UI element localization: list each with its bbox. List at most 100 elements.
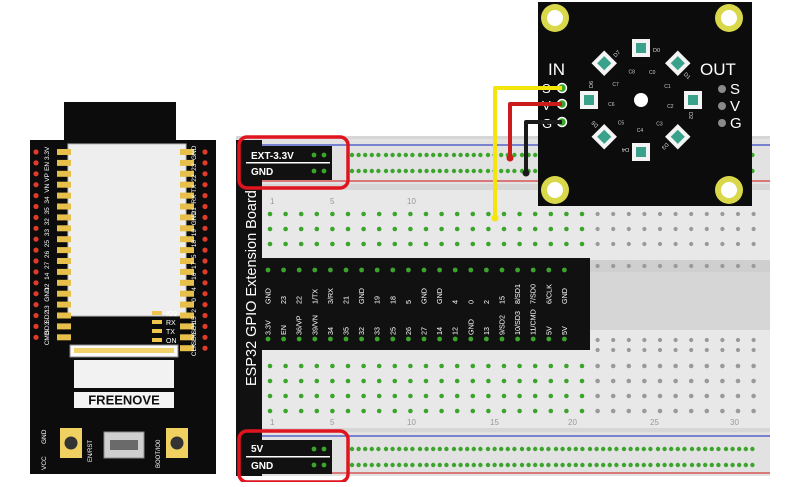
breadboard-hole bbox=[626, 378, 632, 384]
esp32-pin-label: 23 bbox=[191, 163, 198, 171]
gnd-label: GND bbox=[251, 167, 273, 178]
breadboard-hole bbox=[720, 378, 725, 384]
esp32-pin bbox=[33, 182, 39, 188]
breadboard-hole bbox=[454, 378, 460, 384]
rail-hole bbox=[641, 462, 646, 468]
out-pins: S V G bbox=[718, 81, 742, 132]
rail-hole bbox=[451, 152, 457, 158]
breadboard-hole bbox=[704, 263, 709, 269]
esp32-pin bbox=[33, 291, 39, 297]
breadboard-hole bbox=[626, 337, 631, 343]
esp32-pin-label: 27 bbox=[44, 261, 51, 269]
capacitor-label: C5 bbox=[618, 120, 625, 126]
breadboard-hole bbox=[689, 337, 694, 343]
esp32-module-shield bbox=[67, 143, 187, 317]
breadboard-hole bbox=[548, 363, 554, 369]
out-v-pin bbox=[718, 102, 726, 110]
rail-hole bbox=[519, 152, 525, 158]
breadboard-hole bbox=[688, 363, 694, 369]
breadboard-hole bbox=[642, 347, 647, 353]
extension-header-pin bbox=[530, 267, 536, 273]
esp32-pad bbox=[180, 323, 194, 330]
breadboard-hole bbox=[611, 226, 616, 232]
rgb-led-label: D2 bbox=[687, 112, 693, 119]
breadboard-hole bbox=[595, 263, 600, 269]
rgb-led-die bbox=[584, 95, 594, 105]
esp32-pad bbox=[180, 159, 194, 166]
esp32-antenna bbox=[64, 102, 176, 150]
extension-pin-label: 35 bbox=[342, 327, 351, 335]
breadboard-hole bbox=[595, 226, 600, 232]
rail-hole bbox=[662, 446, 667, 452]
esp32-pad bbox=[57, 192, 71, 199]
breadboard-hole bbox=[408, 378, 413, 384]
rail-hole bbox=[601, 446, 606, 452]
esp32-pin bbox=[202, 171, 208, 177]
breadboard-hole bbox=[376, 393, 382, 399]
breadboard-hole bbox=[298, 363, 304, 369]
rail-hole bbox=[696, 446, 701, 452]
breadboard-hole bbox=[657, 241, 663, 247]
breadboard-hole bbox=[689, 241, 694, 247]
esp32-pin bbox=[202, 193, 208, 199]
esp32-pin bbox=[33, 280, 39, 286]
breadboard-hole bbox=[345, 363, 351, 369]
divider bbox=[246, 456, 330, 458]
rail-hole bbox=[505, 168, 510, 174]
esp32-pin bbox=[202, 258, 208, 264]
rail-hole bbox=[573, 462, 578, 468]
rail-hole bbox=[383, 152, 389, 158]
esp32-pin-label: 16 bbox=[191, 272, 198, 280]
breadboard-hole bbox=[720, 263, 725, 269]
breadboard-hole bbox=[330, 226, 335, 232]
esp32-pin bbox=[202, 182, 208, 188]
rail-hole bbox=[580, 462, 585, 468]
rail-hole bbox=[709, 462, 714, 468]
breadboard-hole bbox=[283, 241, 288, 247]
rail-hole bbox=[662, 462, 667, 468]
breadboard-hole bbox=[470, 378, 476, 384]
divider bbox=[246, 162, 330, 164]
rail-hole bbox=[669, 446, 674, 452]
breadboard-hole bbox=[720, 226, 725, 232]
out-s-pin bbox=[718, 85, 726, 93]
esp32-pin-label: 25 bbox=[44, 240, 51, 248]
esp32-pin-label: 33 bbox=[44, 229, 51, 237]
wire-end bbox=[491, 214, 499, 222]
rail-hole bbox=[397, 152, 402, 158]
column-number: 25 bbox=[650, 418, 659, 427]
esp32-pad bbox=[57, 312, 71, 319]
extension-pin-label: 19 bbox=[373, 296, 382, 304]
esp32-pin-label: CLK bbox=[191, 343, 198, 356]
rgb-led-die bbox=[670, 56, 685, 71]
rail-hole bbox=[743, 446, 748, 452]
rail-hole bbox=[560, 462, 565, 468]
rail-hole bbox=[539, 462, 544, 468]
breadboard-hole bbox=[735, 211, 741, 217]
breadboard-hole bbox=[704, 408, 710, 414]
rail-hole bbox=[478, 446, 483, 452]
rail-hole bbox=[614, 462, 619, 468]
breadboard-hole bbox=[595, 408, 600, 414]
breadboard-hole bbox=[642, 241, 647, 247]
rail-hole bbox=[648, 446, 653, 452]
rail-hole bbox=[499, 446, 504, 452]
rgb-led: D2 bbox=[684, 91, 702, 119]
extension-header-pin bbox=[312, 336, 318, 342]
rgb-led-die bbox=[636, 147, 646, 157]
esp32-pad bbox=[180, 181, 194, 188]
breadboard-hole bbox=[720, 337, 725, 343]
breadboard-hole bbox=[642, 363, 647, 369]
breadboard-hole bbox=[751, 337, 756, 343]
extension-pin-label: 25 bbox=[388, 327, 397, 335]
power-header-bottom: 5V GND bbox=[244, 440, 332, 474]
rail-hole bbox=[730, 462, 735, 468]
esp32-pad bbox=[180, 312, 194, 319]
breadboard-hole bbox=[735, 263, 741, 269]
rail-hole bbox=[397, 168, 402, 174]
esp32-pad bbox=[180, 301, 194, 308]
breadboard-hole bbox=[314, 363, 320, 369]
boot-button-label: BOOT/IO0 bbox=[156, 439, 162, 468]
breadboard-hole bbox=[376, 211, 382, 217]
breadboard-hole bbox=[298, 226, 304, 232]
